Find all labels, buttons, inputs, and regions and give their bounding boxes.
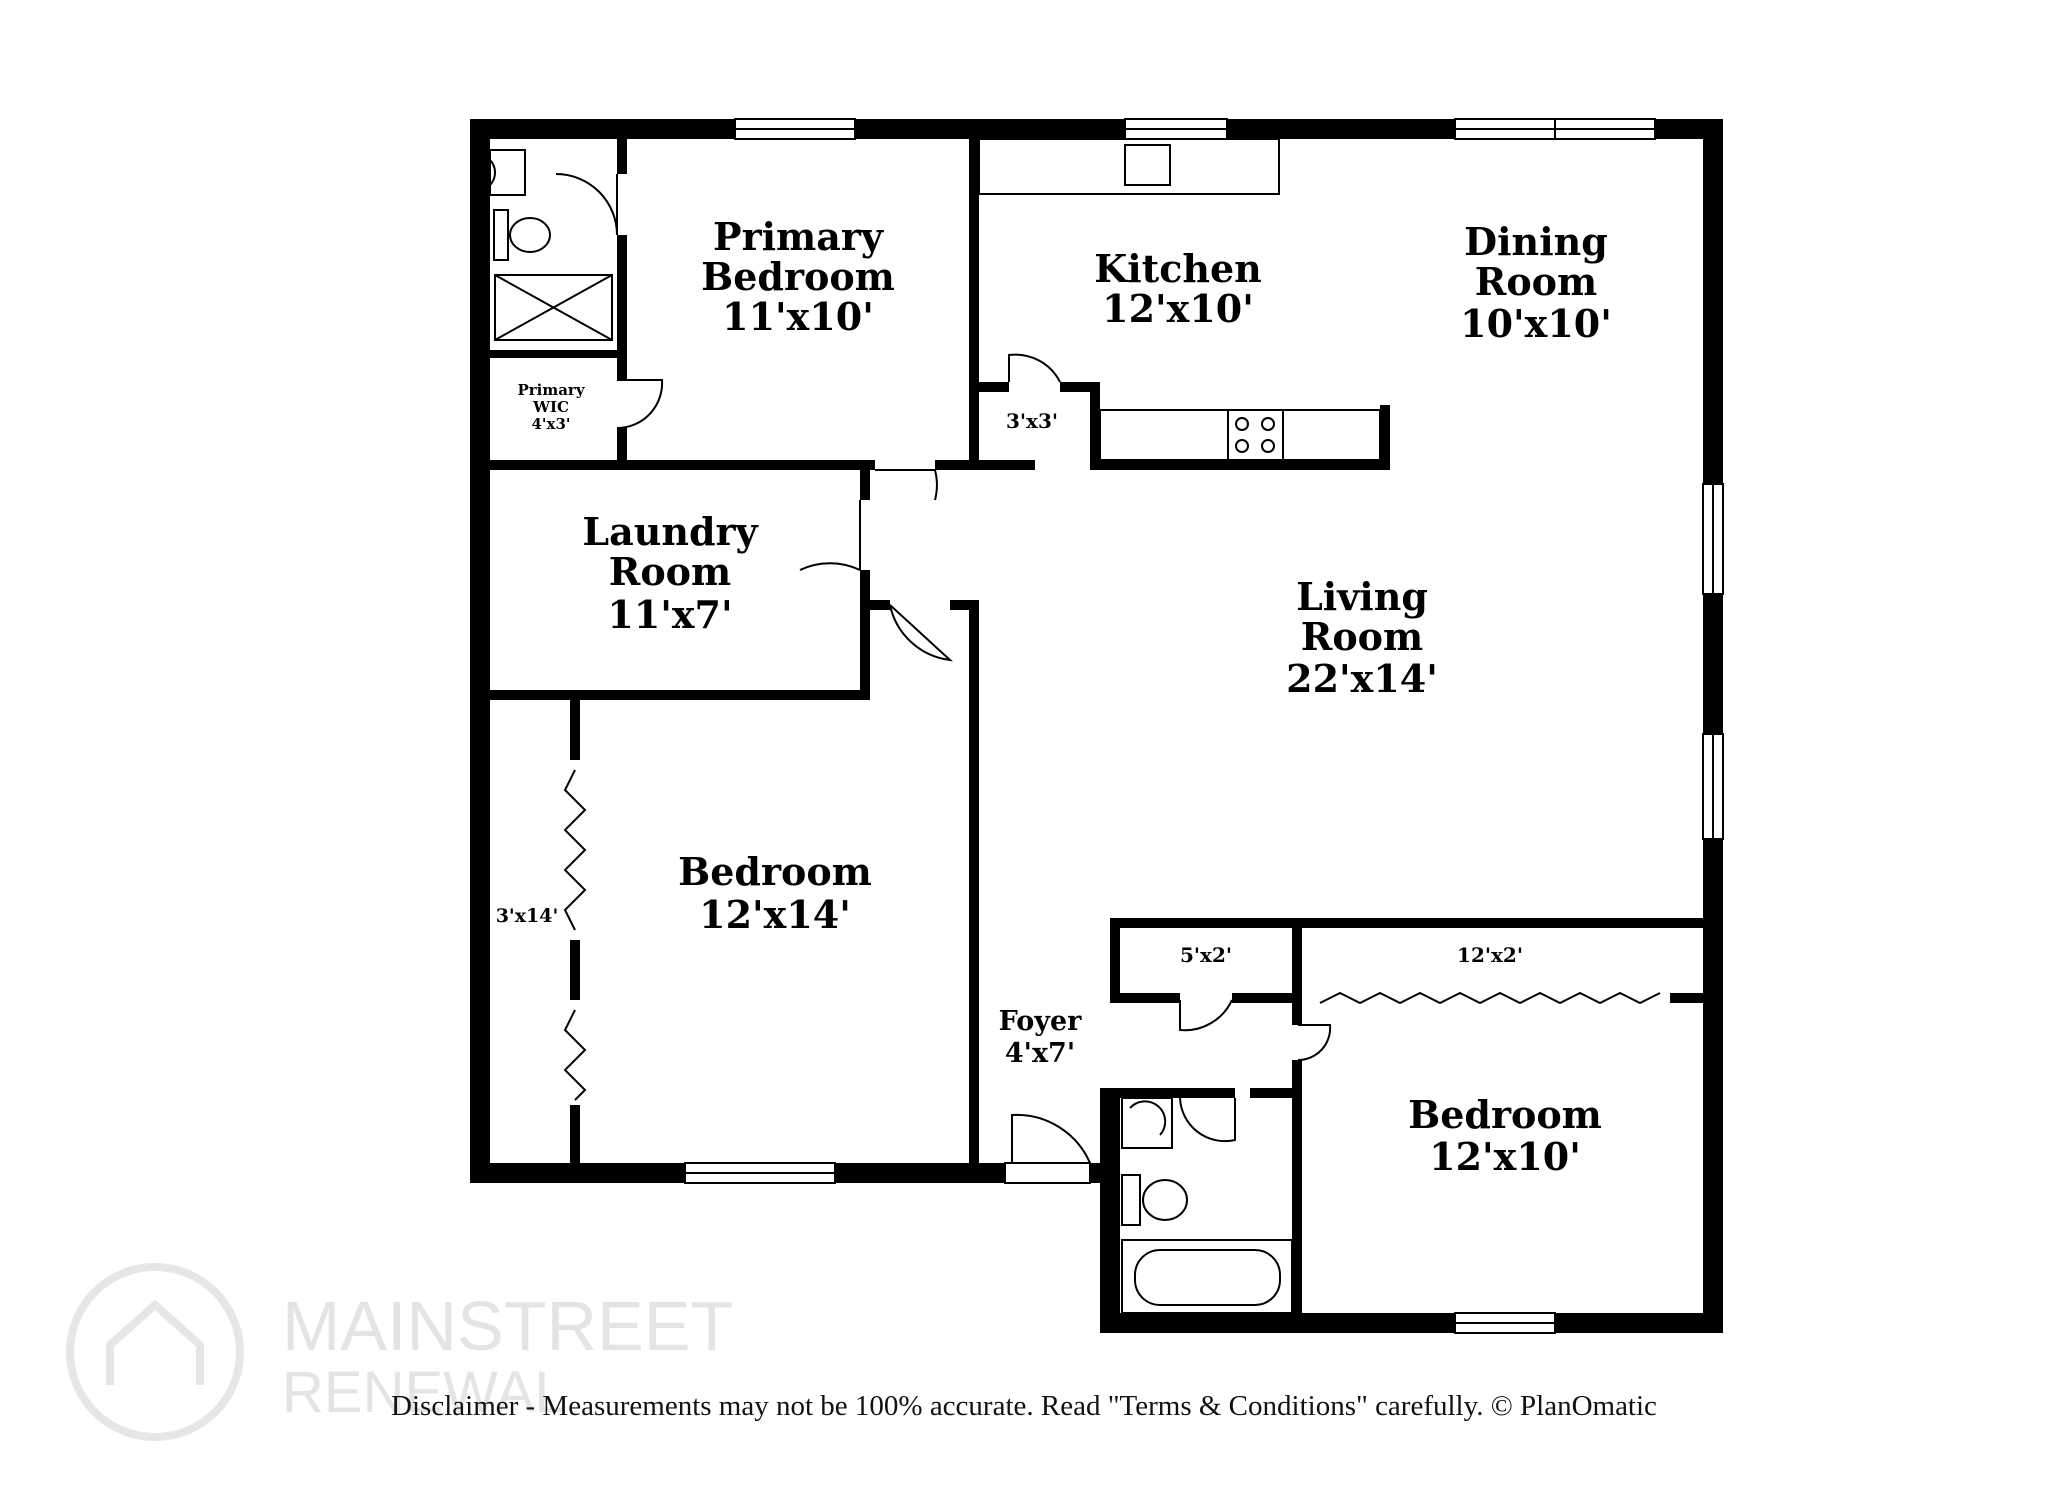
watermark-text-line2: RENEWAL bbox=[282, 1360, 567, 1425]
primary-wic-name-line2: WIC bbox=[532, 398, 569, 416]
primary-bedroom-name-line2: Bedroom bbox=[701, 254, 895, 299]
primary-wic-size: 4'x3' bbox=[531, 415, 570, 433]
mainstreet-renewal-watermark: MAINSTREET RENEWAL bbox=[66, 1263, 733, 1441]
dining-room-size: 10'x10' bbox=[1460, 301, 1612, 346]
bedroom-left-size: 12'x14' bbox=[699, 892, 851, 937]
bedroom-right-size: 12'x10' bbox=[1429, 1134, 1581, 1179]
primary-bedroom-name-line1: Primary bbox=[713, 214, 884, 259]
kitchen-name: Kitchen bbox=[1094, 246, 1262, 291]
closet-left-size: 3'x14' bbox=[496, 905, 559, 927]
watermark-text-line1: MAINSTREET bbox=[282, 1287, 733, 1365]
doors bbox=[555, 173, 1332, 1164]
disclaimer-text: Disclaimer - Measurements may not be 100… bbox=[391, 1390, 1657, 1422]
closet-right-size: 12'x2' bbox=[1457, 943, 1523, 967]
laundry-room-name-line2: Room bbox=[609, 549, 731, 594]
dining-room-name-line1: Dining bbox=[1464, 219, 1608, 264]
primary-wic-name-line1: Primary bbox=[517, 381, 585, 399]
pantry-size: 3'x3' bbox=[1006, 409, 1058, 433]
closet-small-size: 5'x2' bbox=[1180, 943, 1232, 967]
walls bbox=[470, 118, 1724, 1334]
foyer-name: Foyer bbox=[999, 1006, 1083, 1037]
living-room-name-line1: Living bbox=[1296, 574, 1428, 619]
living-room-name-line2: Room bbox=[1301, 614, 1423, 659]
fixtures bbox=[489, 138, 1661, 1314]
laundry-room-name-line1: Laundry bbox=[582, 509, 758, 554]
living-room-size: 22'x14' bbox=[1286, 656, 1438, 701]
bedroom-right-name: Bedroom bbox=[1408, 1092, 1602, 1137]
primary-bedroom-size: 11'x10' bbox=[722, 294, 874, 339]
bedroom-left-name: Bedroom bbox=[678, 849, 872, 894]
room-labels: Primary Bedroom 11'x10' Kitchen 12'x10' … bbox=[496, 214, 1612, 1179]
kitchen-size: 12'x10' bbox=[1102, 286, 1254, 331]
dining-room-name-line2: Room bbox=[1475, 259, 1597, 304]
laundry-room-size: 11'x7' bbox=[607, 592, 732, 637]
foyer-size: 4'x7' bbox=[1005, 1038, 1075, 1069]
